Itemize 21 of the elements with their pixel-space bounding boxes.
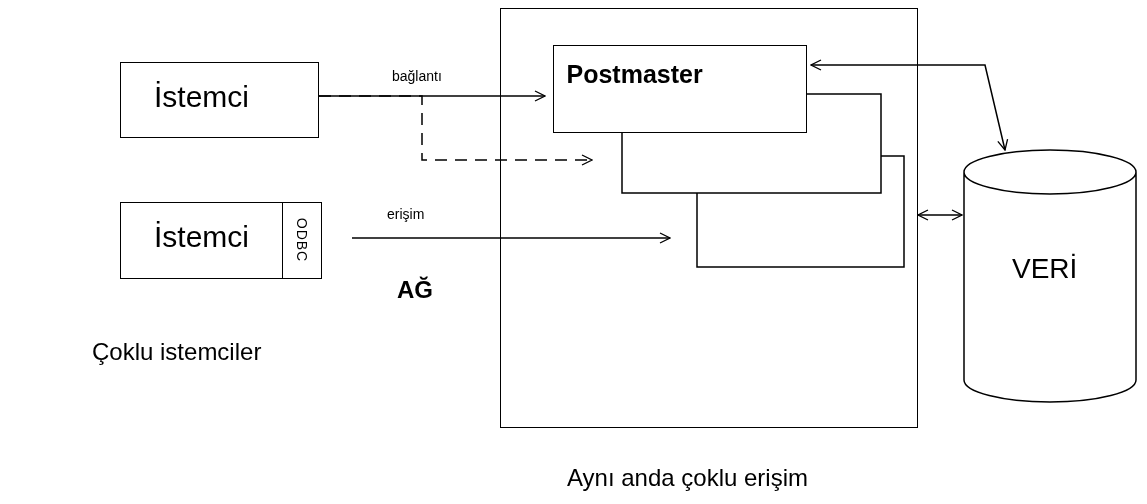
- edge-label: bağlantı: [390, 68, 444, 84]
- arrow: [351, 232, 671, 244]
- database-cylinder: [962, 148, 1138, 404]
- box-label: Postmaster: [566, 59, 703, 89]
- box-label: İstemci: [154, 220, 249, 254]
- process-box: [621, 93, 881, 193]
- edge-label: erişim: [385, 206, 427, 222]
- arrow: [810, 59, 1009, 151]
- text-label: AĞ: [397, 276, 433, 304]
- text-label: Aynı anda çoklu erişim: [567, 464, 808, 492]
- arrow: [917, 209, 963, 221]
- box-label: İstemci: [154, 80, 249, 114]
- box-label: VERİ: [1012, 253, 1078, 285]
- text-label: Çoklu istemciler: [92, 338, 262, 366]
- process-box: [120, 62, 319, 138]
- server-box: [500, 8, 918, 428]
- interface-label: ODBC: [293, 217, 310, 263]
- process-box: [120, 202, 322, 279]
- process-box: [696, 155, 904, 267]
- process-box: [552, 44, 807, 133]
- dashed-arrow: [318, 95, 593, 166]
